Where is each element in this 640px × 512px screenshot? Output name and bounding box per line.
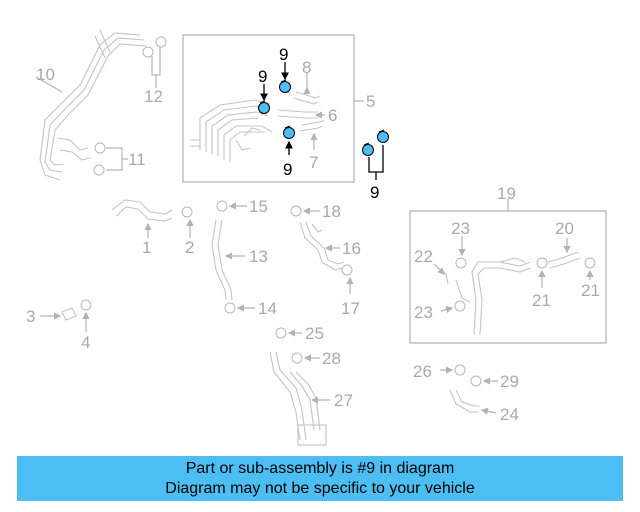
part-17-clamp <box>341 264 354 294</box>
part-20-hose <box>547 238 581 269</box>
callout-22: 22 <box>414 247 433 266</box>
callout-8: 8 <box>302 58 311 77</box>
highlight-caption-banner: Part or sub-assembly is #9 in diagram Di… <box>17 456 623 501</box>
callout-28: 28 <box>322 349 341 368</box>
callout-5: 5 <box>366 92 375 111</box>
part-27-hose-assembly <box>269 351 330 446</box>
callout-19: 19 <box>497 184 516 203</box>
callout-23-a: 23 <box>451 219 470 238</box>
part-1-hose <box>111 199 173 238</box>
part-18-clamp <box>290 205 320 217</box>
callout-21-a: 21 <box>532 291 551 310</box>
callout-25: 25 <box>305 324 324 343</box>
part-24-hose <box>449 389 497 415</box>
part-11-clamps <box>93 142 128 176</box>
callout-3: 3 <box>26 307 35 326</box>
callout-1: 1 <box>142 238 151 257</box>
callout-9-c: 9 <box>283 160 292 179</box>
part-8-hose <box>287 73 321 105</box>
part-7-hose <box>299 119 325 150</box>
part-9-clamp-b <box>258 100 270 114</box>
callout-9-b: 9 <box>258 67 267 86</box>
part-15-clamp <box>216 200 247 212</box>
part-12-clamps <box>142 36 167 88</box>
part-3-connector <box>40 307 77 321</box>
callout-17: 17 <box>341 299 360 318</box>
part-2-clamp <box>181 206 194 238</box>
callout-27: 27 <box>334 391 353 410</box>
callout-7: 7 <box>309 153 318 172</box>
callout-29: 29 <box>500 372 519 391</box>
callout-14: 14 <box>258 299 277 318</box>
part-21-clamps <box>536 257 596 288</box>
callout-26: 26 <box>413 362 432 381</box>
part-25-clamp <box>275 327 302 339</box>
callout-13: 13 <box>249 247 268 266</box>
part-13-hose <box>211 219 245 301</box>
callout-16: 16 <box>342 239 361 258</box>
callout-24: 24 <box>500 405 519 424</box>
callout-10: 10 <box>36 65 55 84</box>
part-22-connector <box>433 263 449 285</box>
callout-21-b: 21 <box>581 281 600 300</box>
leader-10 <box>35 76 63 93</box>
part-4-clamp <box>80 299 92 332</box>
part-9-clamp-d <box>362 142 374 156</box>
callout-4: 4 <box>81 333 90 352</box>
part-10-tube-assembly <box>39 29 147 181</box>
callout-20: 20 <box>555 219 574 238</box>
part-9-clamp-a <box>279 79 291 93</box>
part-26-clamp <box>440 364 466 376</box>
callout-18: 18 <box>322 202 341 221</box>
callout-2: 2 <box>185 238 194 257</box>
caption-line-disclaimer: Diagram may not be specific to your vehi… <box>165 480 475 497</box>
part-6-hose <box>277 109 325 119</box>
part-9-clamp-c <box>283 125 295 139</box>
inset-box-19 <box>409 210 607 344</box>
part-5-hose-assembly <box>190 99 273 162</box>
callout-23-b: 23 <box>414 303 433 322</box>
callout-6: 6 <box>328 106 337 125</box>
part-9-clamp-e <box>377 129 389 143</box>
part-28-clamp <box>291 352 320 364</box>
callout-11: 11 <box>128 150 146 169</box>
callout-9-d: 9 <box>370 183 379 202</box>
callout-9-a: 9 <box>279 45 288 64</box>
part-14-clamp <box>224 302 255 314</box>
part-16-hose <box>299 221 345 271</box>
inset-box-5 <box>182 34 355 183</box>
part-23-clamps <box>440 236 467 314</box>
callout-15: 15 <box>249 197 268 216</box>
callout-12: 12 <box>144 87 163 106</box>
part-29-clamp <box>470 375 498 387</box>
caption-line-part: Part or sub-assembly is #9 in diagram <box>185 460 455 477</box>
part-19-hose-assembly <box>455 257 531 336</box>
